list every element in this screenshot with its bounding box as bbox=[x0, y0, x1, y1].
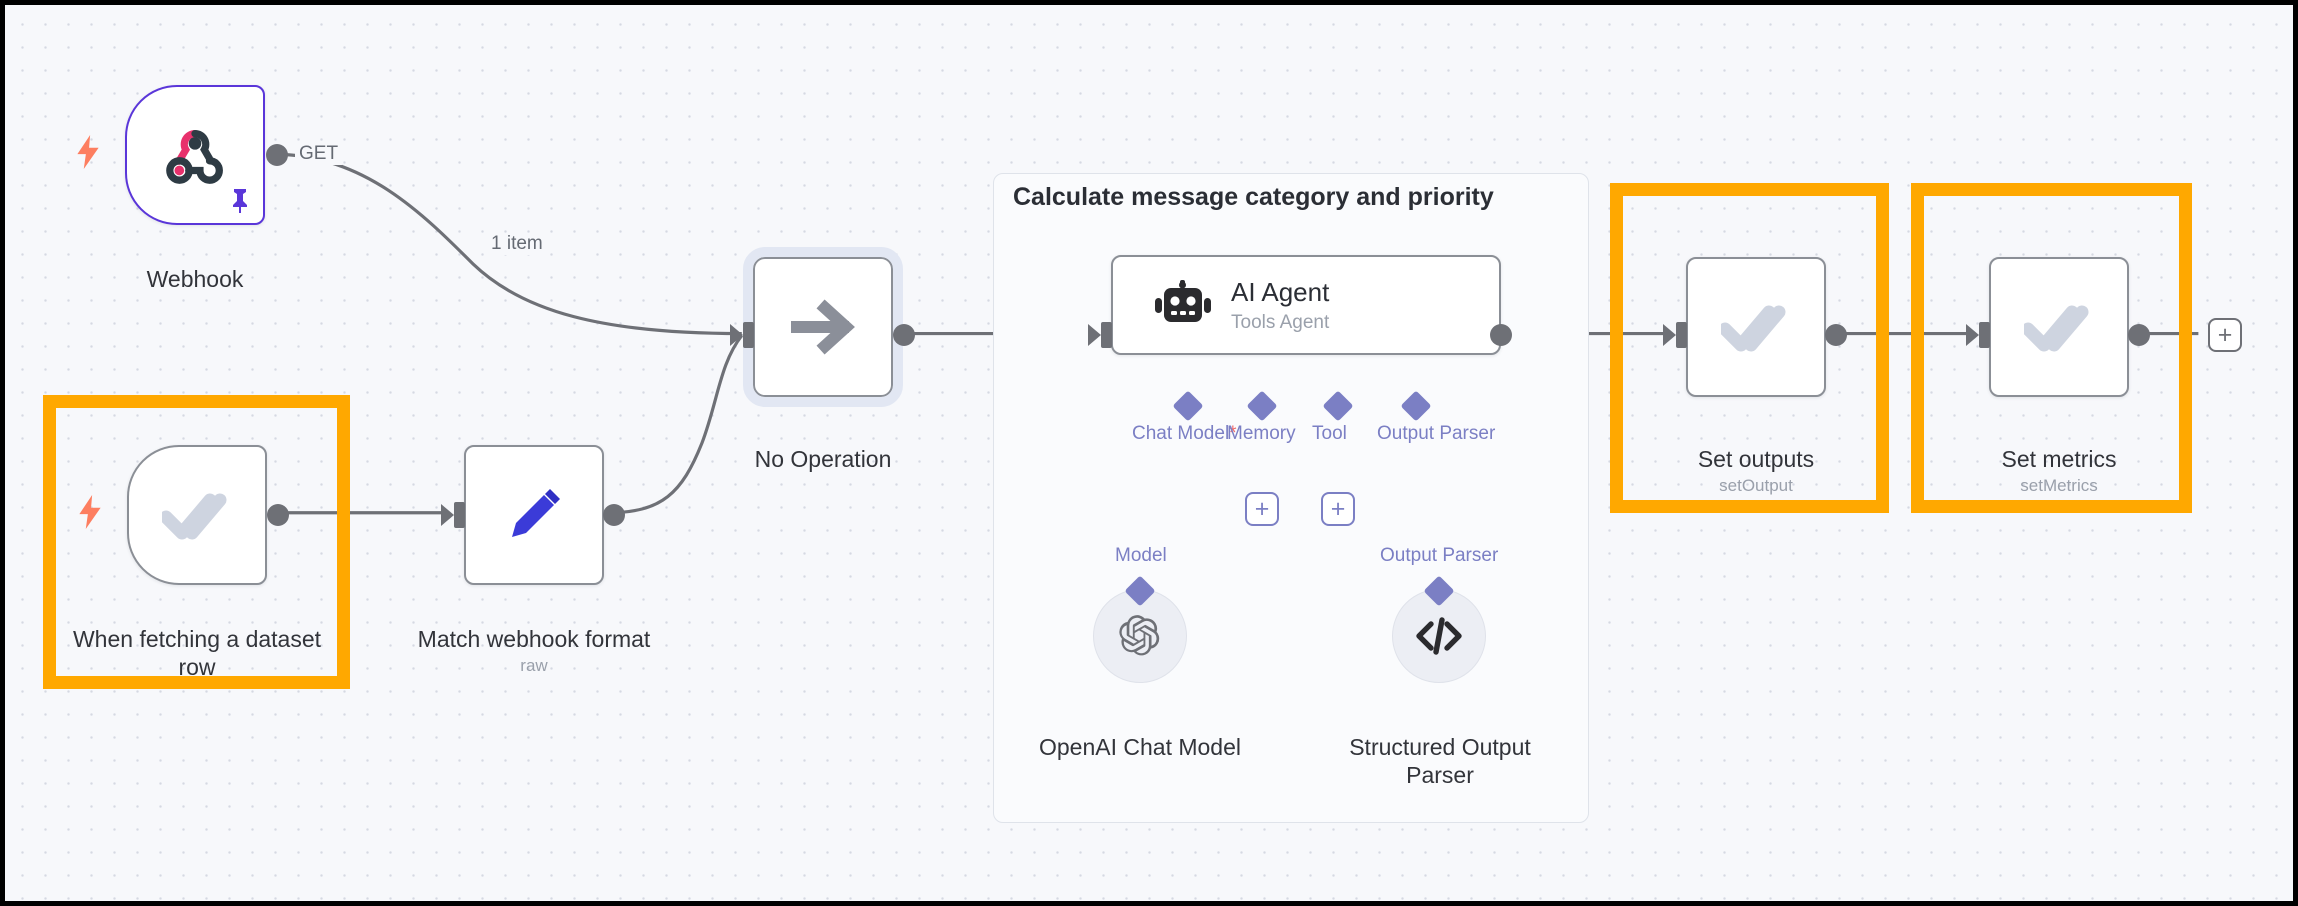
node-structured-output-parser-title: Structured Output Parser bbox=[1349, 734, 1531, 789]
node-ai-agent-title: AI Agent bbox=[1231, 276, 1330, 307]
double-check-icon bbox=[162, 493, 227, 540]
robot-icon bbox=[1155, 280, 1211, 322]
connector-label-memory: Memory bbox=[1227, 423, 1296, 444]
match-webhook-output-port[interactable] bbox=[603, 504, 625, 526]
node-match-webhook-title: Match webhook format bbox=[417, 626, 651, 653]
node-webhook-title: Webhook bbox=[146, 266, 244, 293]
webhook-icon bbox=[166, 130, 223, 184]
node-set-metrics[interactable] bbox=[1989, 257, 2129, 397]
set-outputs-input-port[interactable] bbox=[1663, 322, 1687, 348]
node-set-outputs-caption: Set outputs setOutput bbox=[1631, 417, 1881, 525]
node-match-webhook-caption: Match webhook format raw bbox=[384, 597, 684, 705]
openai-icon bbox=[1119, 615, 1160, 656]
webhook-output-label: GET bbox=[295, 143, 343, 165]
trigger-bolt-icon bbox=[77, 135, 99, 169]
node-set-outputs-subtitle: setOutput bbox=[1719, 476, 1793, 496]
add-node-button[interactable]: + bbox=[2208, 318, 2242, 352]
ai-agent-output-port[interactable] bbox=[1490, 324, 1512, 346]
no-operation-input-port[interactable] bbox=[730, 322, 754, 348]
node-openai-chat-model-title: OpenAI Chat Model bbox=[1038, 734, 1241, 761]
ai-agent-input-port[interactable] bbox=[1088, 322, 1112, 348]
node-match-webhook-format[interactable] bbox=[464, 445, 604, 585]
node-ai-agent[interactable]: AI Agent Tools Agent bbox=[1111, 255, 1501, 355]
set-outputs-output-port[interactable] bbox=[1825, 324, 1847, 346]
node-structured-output-parser-caption: Structured Output Parser bbox=[1330, 705, 1550, 789]
node-ai-agent-subtitle: Tools Agent bbox=[1231, 311, 1330, 333]
node-when-fetching-caption: When fetching a dataset row bbox=[55, 597, 339, 681]
node-set-outputs[interactable] bbox=[1686, 257, 1826, 397]
node-set-metrics-title: Set metrics bbox=[2001, 446, 2117, 473]
arrow-right-icon bbox=[791, 299, 855, 355]
node-when-fetching-title: When fetching a dataset row bbox=[72, 626, 322, 681]
connector-label-tool: Tool bbox=[1312, 423, 1347, 444]
node-webhook[interactable] bbox=[125, 85, 265, 225]
node-set-metrics-caption: Set metrics setMetrics bbox=[1934, 417, 2184, 525]
connector-label-chat-model-text: Chat Model bbox=[1132, 423, 1230, 444]
code-brackets-icon bbox=[1416, 617, 1462, 655]
node-no-operation[interactable] bbox=[743, 247, 903, 407]
node-openai-chat-model-caption: OpenAI Chat Model bbox=[1015, 705, 1265, 761]
double-check-icon-2 bbox=[1721, 305, 1786, 352]
connector-label-output-parser: Output Parser bbox=[1377, 423, 1496, 444]
agent-group-title: Calculate message category and priority bbox=[1013, 183, 1494, 211]
set-metrics-input-port[interactable] bbox=[1966, 322, 1990, 348]
connector-label-chat-model: Chat Model* bbox=[1132, 423, 1237, 445]
node-no-operation-title: No Operation bbox=[754, 446, 892, 473]
no-operation-output-port[interactable] bbox=[893, 324, 915, 346]
sub-connector-label-model: Model bbox=[1115, 545, 1167, 566]
node-no-operation-caption: No Operation bbox=[698, 417, 948, 473]
webhook-output-port[interactable] bbox=[266, 144, 288, 166]
node-set-outputs-title: Set outputs bbox=[1697, 446, 1815, 473]
when-fetching-output-port[interactable] bbox=[267, 504, 289, 526]
double-check-icon-3 bbox=[2024, 305, 2089, 352]
node-when-fetching-dataset-row[interactable] bbox=[127, 445, 267, 585]
match-webhook-input-port[interactable] bbox=[441, 502, 465, 528]
pencil-icon bbox=[512, 489, 560, 537]
wire-label-1-item: 1 item bbox=[487, 233, 547, 255]
trigger-bolt-icon-2 bbox=[79, 495, 101, 529]
sub-connector-label-output-parser: Output Parser bbox=[1380, 545, 1499, 566]
add-tool-button[interactable]: + bbox=[1321, 492, 1355, 526]
add-memory-button[interactable]: + bbox=[1245, 492, 1279, 526]
node-webhook-caption: Webhook bbox=[125, 237, 265, 293]
node-set-metrics-subtitle: setMetrics bbox=[2020, 476, 2098, 496]
set-metrics-output-port[interactable] bbox=[2128, 324, 2150, 346]
pin-icon[interactable] bbox=[229, 187, 251, 213]
node-match-webhook-subtitle: raw bbox=[520, 656, 548, 676]
